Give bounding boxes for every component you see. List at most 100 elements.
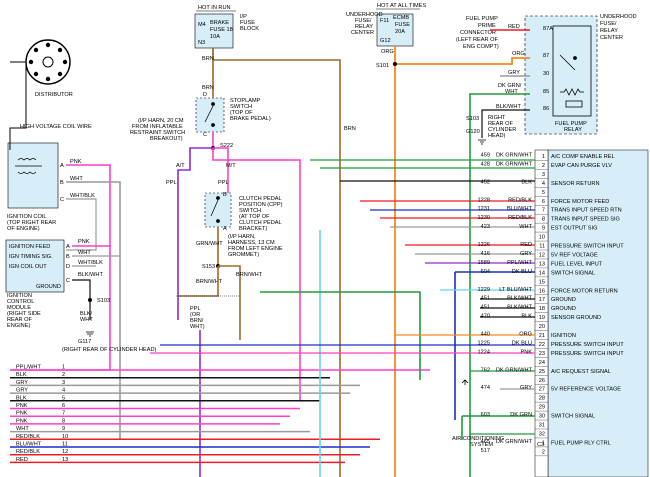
- pcm-pin-number: 26: [539, 378, 545, 384]
- stoplamp-harn-2: FROM INFLATABLE: [132, 124, 183, 130]
- pcm-pin-number: 23: [539, 351, 545, 357]
- pcm-pin-number: 1: [542, 154, 545, 160]
- s103b-label: S103: [466, 116, 479, 122]
- wire-gry-label: GRY: [508, 70, 520, 76]
- pcm-circuit-number: 1226: [478, 242, 490, 248]
- pcm-wire-color: RED: [520, 242, 532, 248]
- stoplamp-2: SWITCH: [230, 104, 252, 110]
- wire-brn-2: BRN: [202, 85, 214, 91]
- pcm-circuit-number: 459: [481, 153, 490, 159]
- pcm-wire-color: BLK: [521, 179, 532, 185]
- pcm-signal-name: GROUND: [551, 297, 576, 303]
- coil-wire-wht: WHT: [70, 176, 83, 182]
- pcm-signal-name: PRESSURE SWITCH INPUT: [551, 244, 624, 250]
- stoplamp-switch-box: [195, 97, 225, 133]
- wire-d: D: [203, 92, 207, 98]
- wire-ppl-2: PPL: [218, 180, 229, 186]
- relay-center-1: UNDERHOOD: [600, 14, 637, 20]
- left-bus-wire-number: 13: [62, 457, 68, 463]
- relay-center-2: FUSE/: [600, 21, 617, 27]
- pcm-signal-name: SENSOR RETURN: [551, 181, 599, 187]
- pcm-pin-number: 10: [539, 235, 545, 241]
- pcm-circuit-number: 416: [481, 251, 490, 257]
- fpr-label-2: RELAY: [564, 127, 582, 133]
- pcm-pin-number: 30: [539, 414, 545, 420]
- pcm-wire-color: ORG: [519, 332, 532, 338]
- relay-symbol: [552, 25, 592, 117]
- pcm-pin-number: 28: [539, 396, 545, 402]
- pcm-wire-color: LT BLU/WHT: [499, 287, 532, 293]
- pcm-pin-number: 7: [542, 208, 545, 214]
- cpp-2: POSITION (CPP): [239, 202, 283, 208]
- stoplamp-harn-1: (I/P HARN, 20 CM: [138, 118, 184, 124]
- ip-block-1: I/P: [240, 14, 247, 20]
- pcm-pin-number: 24: [539, 360, 545, 366]
- pcm-wire-color: BLK/WHT: [507, 296, 532, 302]
- cpp-3: SWITCH: [239, 208, 261, 214]
- uh-center-3: RELAY: [355, 24, 373, 30]
- relay-center-4: CENTER: [600, 35, 623, 41]
- pcm-pin-number: 1: [542, 440, 545, 446]
- wire-red-label: RED: [508, 24, 520, 30]
- prime-1: FUEL PUMP: [466, 16, 498, 22]
- coil-pin-a: A: [60, 163, 64, 169]
- pcm-circuit-number: 451: [481, 296, 490, 302]
- wire-dkgrn-1: DK GRN/: [498, 83, 522, 89]
- ecmb-fuse-box: [376, 13, 414, 47]
- pcm-wire-color: RED/BLK: [508, 197, 532, 203]
- icm-blkwht-2: WHT: [80, 317, 93, 323]
- pin-86: 86: [543, 106, 549, 112]
- pcm-pin-number: 21: [539, 333, 545, 339]
- wire-brnwht: BRN/WHT: [196, 279, 223, 285]
- ip-block-3: BLOCK: [240, 26, 259, 32]
- pcm-wire-color: BLK: [521, 314, 532, 320]
- left-bus-wire-color: PNK: [16, 418, 28, 424]
- pcm-pin-number: 4: [542, 181, 545, 187]
- icm-pin-c: C: [66, 278, 70, 284]
- pcm-signal-name: TRANS INPUT SPEED RTN: [551, 208, 622, 214]
- pcm-circuit-number: 470: [481, 314, 490, 320]
- brake-n3: N3: [198, 40, 205, 46]
- pcm-pin-number: 2: [542, 449, 545, 455]
- pcm-connector-box: [547, 149, 649, 477]
- left-bus-wire-color: PNK: [16, 411, 28, 417]
- left-bus-wire-color: PPL/WHT: [16, 365, 41, 371]
- stoplamp-c: C: [203, 132, 207, 138]
- relay-center-3: RELAY: [600, 28, 618, 34]
- icm-wire-whtblk: WHT/BLK: [78, 260, 103, 266]
- brake-fuse-amps: 10A: [210, 34, 220, 40]
- cpp-1: CLUTCH PEDAL: [239, 196, 282, 202]
- pcm-circuit-number: 452: [481, 179, 490, 185]
- pcm-wire-color: DK GRN/WHT: [496, 161, 533, 167]
- coil-pin-c: C: [60, 197, 64, 203]
- icm-pin-a: A: [66, 244, 70, 250]
- pin-30: 30: [543, 71, 549, 77]
- pcm-signal-name: A/C COMP ENABLE REL: [551, 154, 615, 160]
- pcm-pin-number: 22: [539, 342, 545, 348]
- pcm-pin-number: 14: [539, 270, 545, 276]
- left-bus-wire-color: BLU/WHT: [16, 442, 42, 448]
- pcm-signal-name: SENSOR GROUND: [551, 315, 601, 321]
- pcm-circuit-number: 451: [481, 305, 490, 311]
- wire-brn-1: BRN: [202, 56, 214, 62]
- ppl-or-3: BRN/: [190, 318, 204, 324]
- ecmb-amps: 20A: [395, 29, 405, 35]
- distributor-label: DISTRIBUTOR: [35, 92, 73, 98]
- wire-grnwht: GRN/WHT: [196, 241, 223, 247]
- pcm-circuit-number: 517: [481, 448, 490, 454]
- hv-wire-label: HIGH VOLTAGE COIL WIRE: [20, 124, 92, 130]
- pin-87: 87: [543, 53, 549, 59]
- pin-87a: 87A: [543, 26, 553, 32]
- ecmb-g12: G12: [380, 38, 391, 44]
- coil-wire-pnk: PNK: [70, 159, 82, 165]
- coil-pin-b: B: [60, 180, 64, 186]
- pcm-pin-number: 9: [542, 226, 545, 232]
- ip-block-2: FUSE: [240, 20, 255, 26]
- uh-center-4: CENTER: [351, 30, 374, 36]
- pcm-circuit-number: 465: [481, 439, 490, 445]
- pcm-pin-number: 15: [539, 279, 545, 285]
- pcm-pin-number: 29: [539, 405, 545, 411]
- left-bus-wire-number: 3: [62, 380, 65, 386]
- brake-fuse-box: [194, 13, 234, 49]
